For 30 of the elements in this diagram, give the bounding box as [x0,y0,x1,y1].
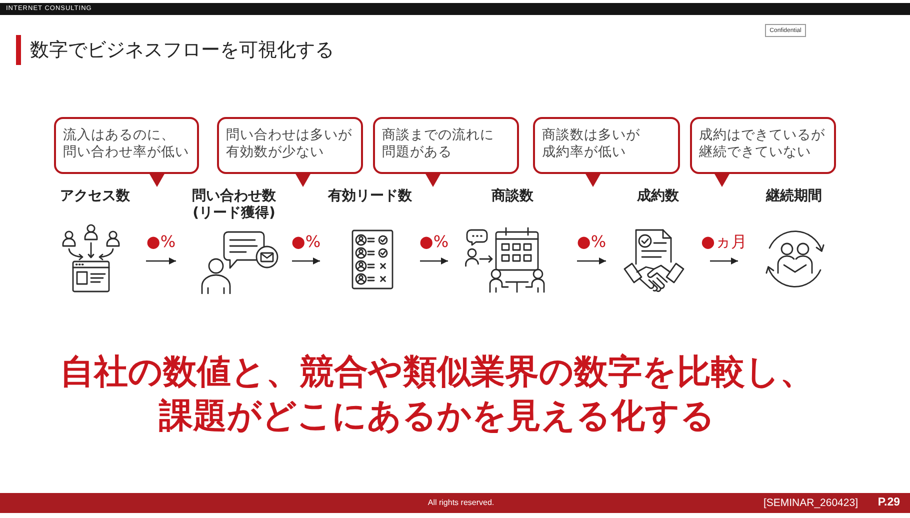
callout-text: 商談数は多いが成約率が低い [542,127,641,161]
seminar-code: [SEMINAR_260423] [763,498,858,508]
step-label: 有効リード数 [328,188,412,205]
callout-text: 商談までの流れに問題がある [382,127,495,161]
arrow [420,258,448,264]
speech-bubble [533,117,680,187]
step-label: 継続期間 [766,188,822,205]
copyright-text: All rights reserved. [428,499,494,507]
arrow [710,258,738,264]
arrow [146,258,176,264]
callout-text: 問い合わせは多いが有効数が少ない [226,127,353,161]
speech-bubble [373,117,519,187]
edge-label: ●% [419,233,449,251]
edge-label: ●% [576,233,606,251]
slide-title: 数字でビジネスフローを可視化する [30,38,334,63]
edge-label: ●% [291,233,321,251]
step-label: 成約数 [637,188,679,205]
edge-label: ●% [146,233,176,251]
arrow [292,258,320,264]
step-label: 問い合わせ数(リード獲得) [190,188,277,222]
key-message: 自社の数値と、競合や類似業界の数字を比較し、課題がどこにあるかを見える化する [59,351,815,438]
step-label: 商談数 [492,188,534,205]
arrow [577,258,606,264]
speech-bubble [690,117,836,187]
callout-text: 流入はあるのに、問い合わせ率が低い [63,127,190,161]
page-number: P.29 [878,497,900,509]
speech-bubble [54,117,199,187]
step-label: アクセス数 [60,188,130,205]
speech-bubble [217,117,363,187]
callout-text: 成約はできているが継続できていない [699,127,826,161]
